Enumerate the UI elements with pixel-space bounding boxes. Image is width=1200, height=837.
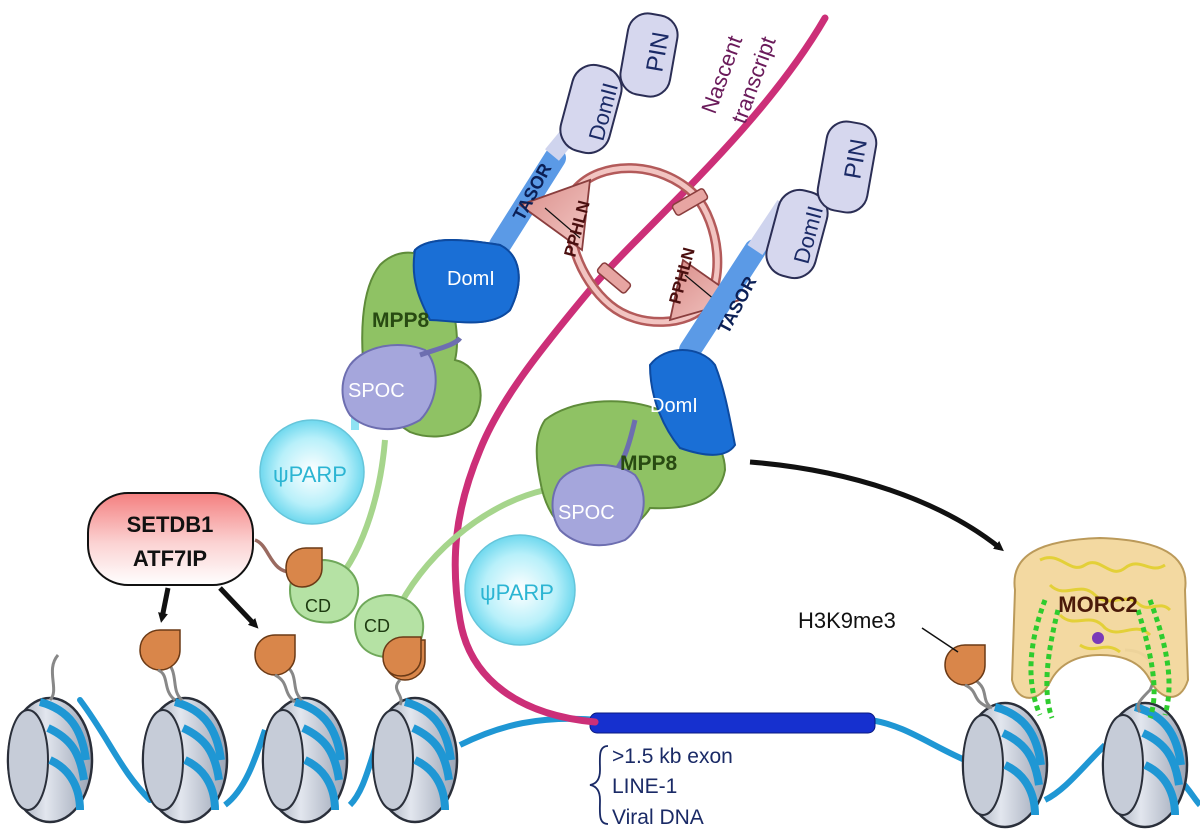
morc2-label: MORC2 bbox=[1058, 592, 1137, 617]
h3k9me3-mark-1 bbox=[139, 629, 181, 702]
h3k9me3-mark-4 bbox=[944, 644, 991, 710]
domII-upper-shape bbox=[559, 63, 623, 155]
psiparp-lower-shape bbox=[464, 534, 576, 646]
psiparp-upper-shape bbox=[259, 419, 365, 525]
mpp8-upper-label: MPP8 bbox=[372, 309, 430, 332]
pphln-upper-shape bbox=[518, 178, 592, 252]
targets-brace bbox=[589, 745, 609, 825]
spoc-upper-label: SPOC bbox=[348, 380, 405, 402]
cd-right-shape bbox=[353, 593, 425, 677]
psiparp-lower-label: ψPARP bbox=[480, 580, 554, 605]
atf7ip-label: ATF7IP bbox=[133, 546, 207, 571]
h3k9me3-mark-2 bbox=[254, 634, 296, 704]
setdb1-atf7ip-complex bbox=[87, 492, 254, 586]
nucleosome-1 bbox=[6, 654, 94, 824]
target-viral-label: Viral DNA bbox=[612, 806, 704, 829]
spoc-upper-shape bbox=[341, 344, 437, 431]
psiparp-upper-label: ψPARP bbox=[273, 462, 347, 487]
arrow-setdb1-mark-1 bbox=[158, 587, 171, 623]
nucleosome-5 bbox=[961, 678, 1049, 829]
h3k9me3-pointer bbox=[921, 627, 959, 653]
nucleosome-6 bbox=[1101, 648, 1189, 829]
pin-upper-shape bbox=[619, 12, 679, 98]
spoc-lower-label: SPOC bbox=[558, 502, 615, 524]
arrow-mpp8-to-morc2 bbox=[749, 459, 1004, 552]
target-exon-label: >1.5 kb exon bbox=[612, 745, 733, 768]
pin-lower-shape bbox=[816, 120, 878, 214]
domII-lower-shape bbox=[765, 188, 829, 280]
domI-upper-label: DomI bbox=[447, 268, 495, 290]
cd-right-label: CD bbox=[364, 616, 390, 636]
arrow-setdb1-mark-2 bbox=[218, 586, 259, 629]
nucleosome-4 bbox=[371, 696, 459, 824]
morc2-complex bbox=[1010, 536, 1190, 719]
cd-left-label: CD bbox=[305, 596, 331, 616]
target-line1-label: LINE-1 bbox=[612, 775, 677, 798]
spoc-lower-shape bbox=[551, 464, 645, 547]
exon-segment bbox=[589, 712, 876, 734]
setdb1-label: SETDB1 bbox=[127, 512, 214, 537]
h3k9me3-label: H3K9me3 bbox=[798, 608, 896, 633]
mpp8-lower-label: MPP8 bbox=[620, 452, 678, 475]
cd-left-shape bbox=[285, 547, 360, 624]
domI-lower-shape bbox=[648, 349, 737, 456]
nucleosome-2 bbox=[141, 658, 229, 824]
domI-lower-label: DomI bbox=[650, 395, 698, 417]
nucleosome-3 bbox=[261, 663, 349, 824]
